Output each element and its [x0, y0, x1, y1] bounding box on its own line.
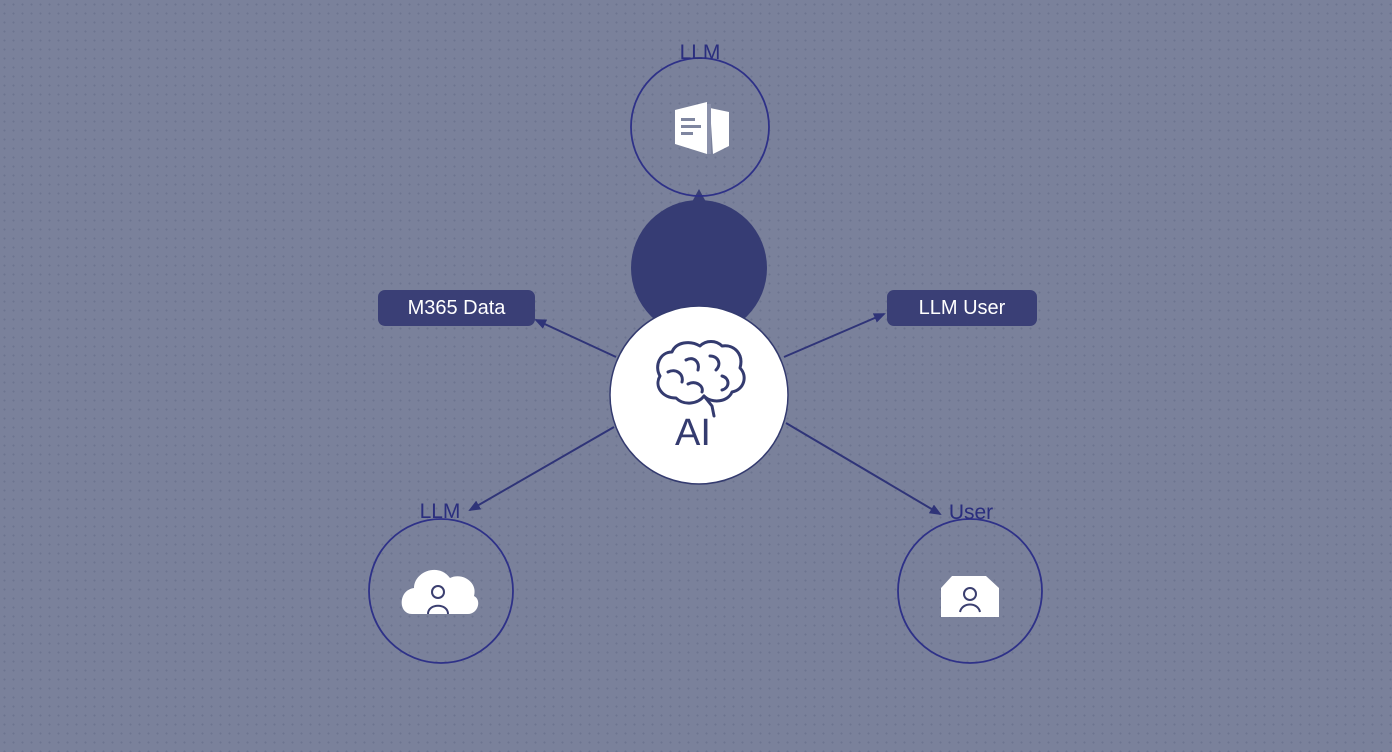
- user-node-ring[interactable]: [897, 518, 1043, 664]
- arrow-to-user: [785, 422, 942, 516]
- brain-icon: [656, 340, 746, 418]
- llm-top-node-ring[interactable]: [630, 57, 770, 197]
- llm-top-label: LLM: [679, 41, 721, 64]
- hub-dark-circle: [631, 200, 767, 336]
- document-stack-icon: [675, 102, 729, 154]
- llm-bottom-node-ring[interactable]: [368, 518, 514, 664]
- arrow-to-llm-bottom: [468, 426, 615, 511]
- ai-center-label: AI: [675, 412, 711, 454]
- user-card-icon: [941, 576, 999, 617]
- arrow-to-llm-user: [783, 313, 886, 358]
- llm-bottom-label: LLM: [419, 500, 461, 523]
- ai-center-node[interactable]: [609, 305, 789, 485]
- m365-data-pill[interactable]: M365 Data: [378, 290, 535, 326]
- cloud-user-icon: [401, 569, 479, 615]
- llm-user-pill[interactable]: LLM User: [887, 290, 1037, 326]
- user-label: User: [948, 501, 994, 524]
- arrow-to-m365-data: [534, 319, 617, 358]
